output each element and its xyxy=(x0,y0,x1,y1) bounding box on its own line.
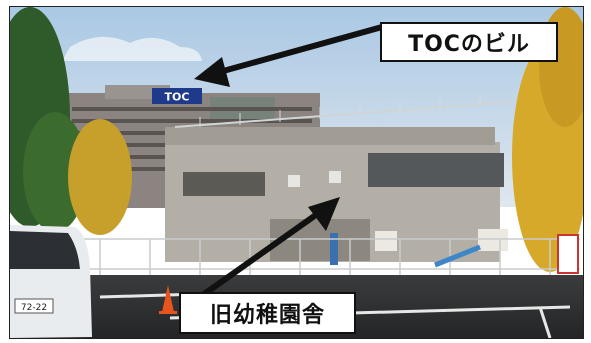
red-sign-board xyxy=(557,234,579,274)
license-plate-text: 72-22 xyxy=(21,303,47,313)
chain-link-fence xyxy=(80,238,580,275)
clouds xyxy=(62,36,202,61)
slide xyxy=(434,244,481,268)
toc-rooftop-sign-text: TOC xyxy=(165,91,190,104)
old-kindergarten-callout: 旧幼稚園舎 xyxy=(179,292,356,334)
toc-rooftop-sign xyxy=(152,88,202,104)
arrow-to-old-kindergarten xyxy=(198,197,340,300)
toc-building-callout: TOCのビル xyxy=(380,22,558,62)
traffic-cone xyxy=(162,285,174,312)
old-kindergarten-building xyxy=(165,95,511,265)
arrow-to-toc-building xyxy=(194,24,383,87)
trees xyxy=(10,7,583,272)
white-car: 72-22 xyxy=(10,225,92,338)
